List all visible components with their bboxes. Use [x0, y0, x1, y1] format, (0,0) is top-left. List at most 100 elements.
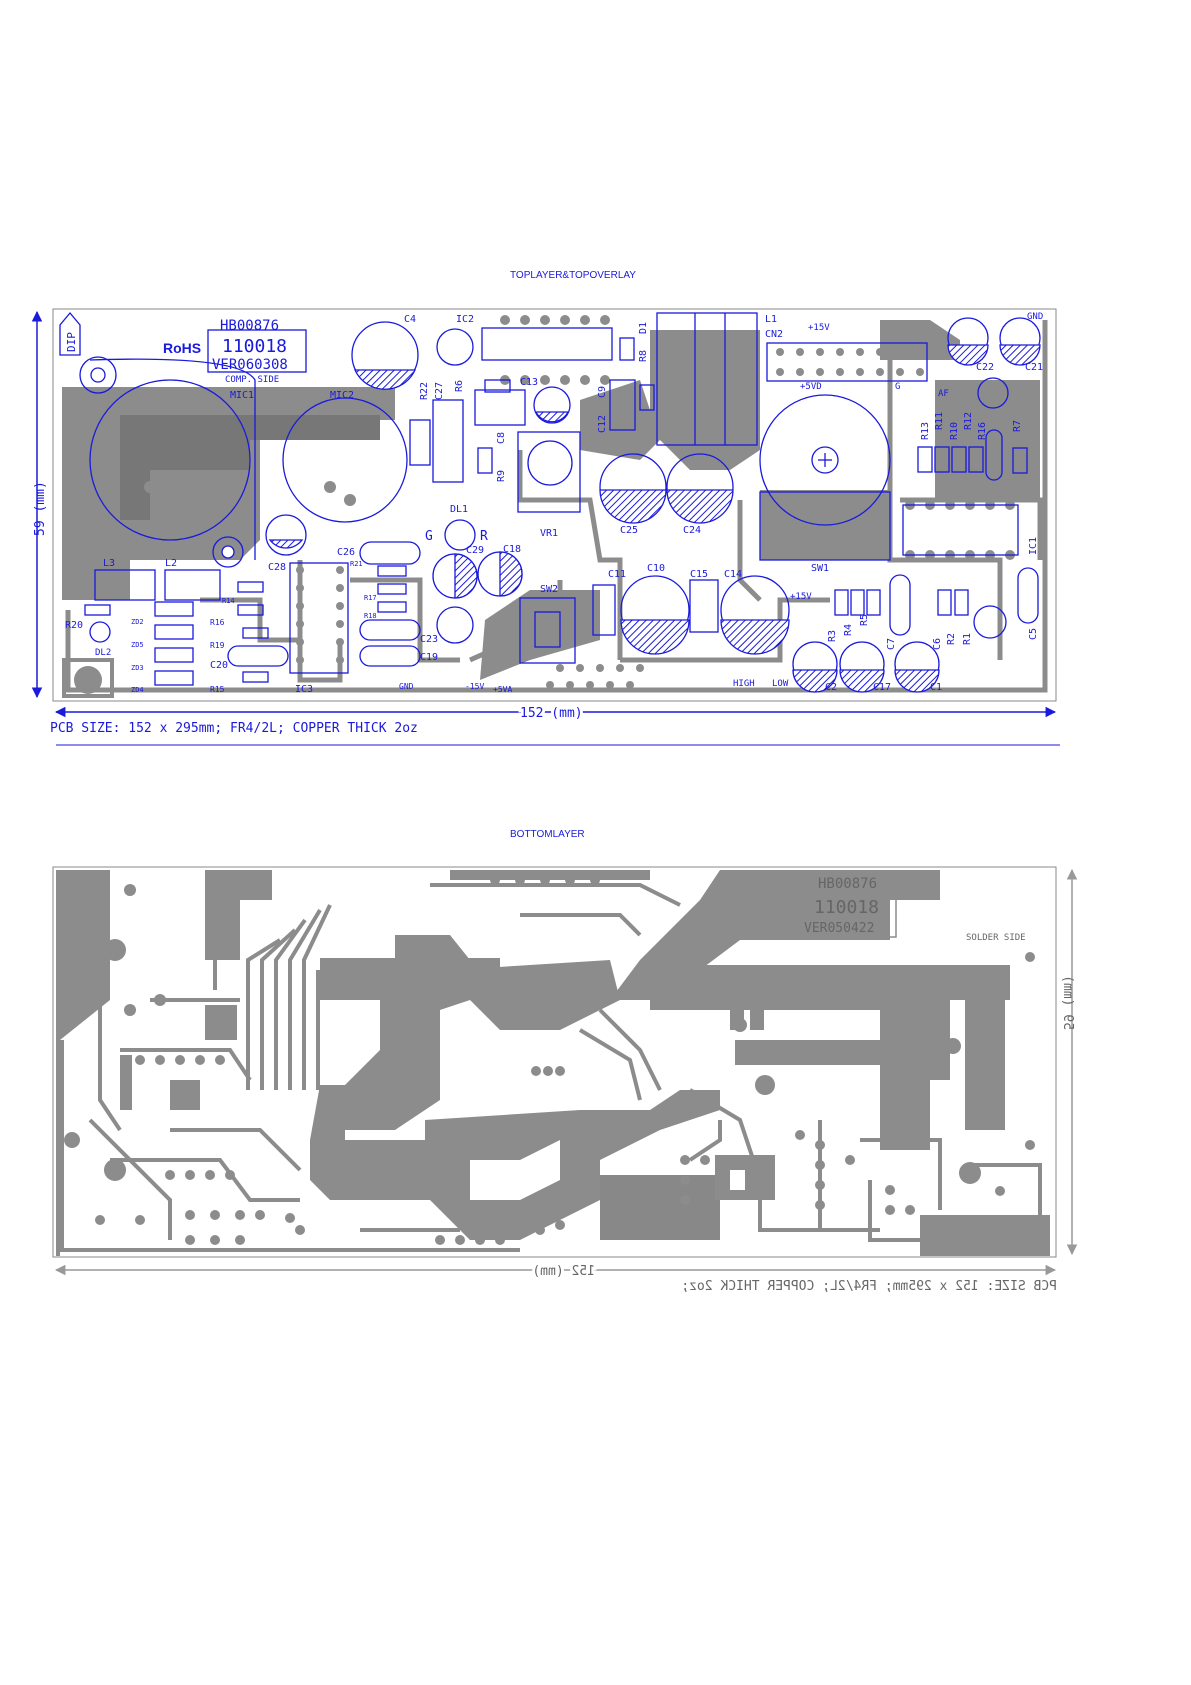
- lbl-high: HIGH: [733, 679, 755, 689]
- lbl-r: R: [480, 529, 488, 544]
- lbl-zd4: ZD4: [131, 686, 144, 694]
- lbl-r5: R5: [859, 614, 870, 626]
- lbl-c23: C23: [420, 634, 438, 645]
- lbl-af: AF: [938, 389, 949, 399]
- lbl-p5va: +5VA: [493, 685, 512, 694]
- lbl-r14: R14: [222, 597, 235, 605]
- top-side: COMP. SIDE: [225, 375, 279, 385]
- lbl-c2: C2: [825, 682, 837, 693]
- lbl-c13: C13: [520, 377, 538, 388]
- lbl-m15v: -15V: [465, 682, 484, 691]
- lbl-r4: R4: [843, 624, 854, 636]
- lbl-r12: R12: [963, 412, 974, 430]
- lbl-c26: C26: [337, 547, 355, 558]
- lbl-c19: C19: [420, 652, 438, 663]
- lbl-r8: R8: [638, 350, 649, 362]
- lbl-c4: C4: [404, 314, 416, 325]
- lbl-r22: R22: [419, 382, 430, 400]
- top-board-id: HB00876: [220, 318, 279, 334]
- lbl-r17: R17: [364, 594, 377, 602]
- lbl-c11: C11: [608, 569, 626, 580]
- lbl-r18: R18: [364, 612, 377, 620]
- lbl-c14: C14: [724, 569, 742, 580]
- bottom-width-dim: 152 (mm): [532, 1264, 595, 1279]
- lbl-c15: C15: [690, 569, 708, 580]
- lbl-g2: G: [425, 529, 433, 544]
- lbl-c20: C20: [210, 660, 228, 671]
- lbl-c5: C5: [1028, 628, 1039, 640]
- lbl-ic2: IC2: [456, 314, 474, 325]
- lbl-c24: C24: [683, 525, 701, 536]
- lbl-r21: R21: [350, 560, 363, 568]
- bottom-pcb-size: PCB SIZE: 152 x 295mm; FR4/2L; COPPER TH…: [681, 1279, 1057, 1294]
- top-layer-title: TOPLAYER&TOPOVERLAY: [510, 270, 636, 281]
- lbl-vr1: VR1: [540, 528, 558, 539]
- lbl-mic2: MIC2: [330, 390, 354, 401]
- top-version: VER060308: [212, 357, 288, 373]
- dip-label: DIP: [65, 332, 78, 352]
- bottom-side: SOLDER SIDE: [966, 933, 1026, 943]
- lbl-p15v: +15V: [808, 323, 830, 333]
- top-rohs: RoHS: [163, 340, 201, 356]
- lbl-ic1: IC1: [1028, 537, 1039, 555]
- lbl-sw1: SW1: [811, 563, 829, 574]
- lbl-d1: D1: [638, 322, 649, 334]
- lbl-zd2: ZD2: [131, 618, 144, 626]
- bottom-height-dim: 59 (mm): [1060, 975, 1075, 1030]
- lbl-c22: C22: [976, 362, 994, 373]
- lbl-r10: R10: [949, 422, 960, 440]
- lbl-r19: R19: [210, 641, 225, 650]
- lbl-r3: R3: [827, 630, 838, 642]
- lbl-ic3: IC3: [295, 684, 313, 695]
- top-pcb-size: PCB SIZE: 152 x 295mm; FR4/2L; COPPER TH…: [50, 721, 418, 736]
- lbl-c25: C25: [620, 525, 638, 536]
- lbl-sw2: SW2: [540, 584, 558, 595]
- lbl-c21: C21: [1025, 362, 1043, 373]
- bottom-layer-title: BOTTOMLAYER: [510, 829, 585, 840]
- lbl-dl2: DL2: [95, 648, 111, 658]
- bottom-layer: HB00876 110018 VER050422 SOLDER SIDE 59 …: [52, 866, 1078, 1294]
- dl2-led: [74, 666, 102, 694]
- lbl-r9: R9: [496, 470, 507, 482]
- lbl-c6: C6: [932, 638, 943, 650]
- lbl-l1: L1: [765, 314, 777, 325]
- lbl-zd5: ZD5: [131, 641, 144, 649]
- lbl-mic1: MIC1: [230, 390, 254, 401]
- bottom-version: VER050422: [804, 921, 874, 936]
- bottom-pads: [64, 875, 1035, 1245]
- lbl-r6: R6: [454, 380, 465, 392]
- lbl-c7: C7: [886, 638, 897, 650]
- lbl-dl1: DL1: [450, 504, 468, 515]
- lbl-c10: C10: [647, 563, 665, 574]
- top-number: 110018: [222, 336, 287, 357]
- top-height-dim: 59 (mm): [33, 481, 48, 536]
- lbl-l2: L2: [165, 558, 177, 569]
- lbl-r7: R7: [1012, 420, 1023, 432]
- lbl-c1: C1: [930, 682, 942, 693]
- lbl-c9: C9: [597, 386, 608, 398]
- lbl-r2: R2: [946, 633, 957, 645]
- lbl-low: LOW: [772, 679, 789, 689]
- lbl-c8: C8: [496, 432, 507, 444]
- lbl-zd3: ZD3: [131, 664, 144, 672]
- lbl-g: G: [895, 382, 900, 392]
- lbl-c29: C29: [466, 545, 484, 556]
- top-overlay: [59, 311, 1041, 693]
- lbl-r16: R16: [977, 422, 988, 440]
- lbl-gnd-tr: GND: [1027, 312, 1043, 322]
- lbl-c18: C18: [503, 544, 521, 555]
- lbl-c17: C17: [873, 682, 891, 693]
- bottom-number: 110018: [814, 897, 879, 918]
- lbl-c12: C12: [597, 415, 608, 433]
- lbl-r11: R11: [934, 412, 945, 430]
- lbl-gnd-b: GND: [399, 682, 414, 691]
- lbl-r20: R20: [65, 620, 83, 631]
- top-width-dim: 152 (mm): [520, 706, 583, 721]
- bottom-board-id: HB00876: [818, 876, 877, 892]
- bottom-traces: [60, 875, 1042, 1252]
- lbl-l3: L3: [103, 558, 115, 569]
- lbl-p5vd: +5VD: [800, 382, 822, 392]
- lbl-c28: C28: [268, 562, 286, 573]
- lbl-p15vb: +15V: [790, 592, 812, 602]
- lbl-r16b: R16: [210, 618, 225, 627]
